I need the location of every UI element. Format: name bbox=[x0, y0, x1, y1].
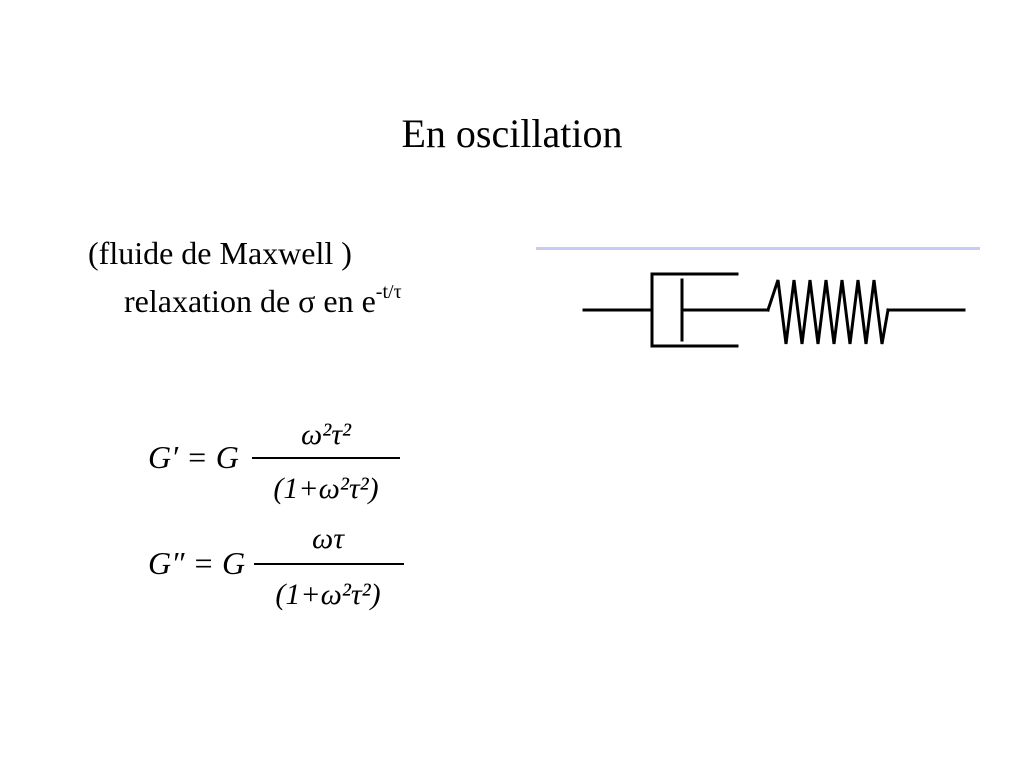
maxwell-dashpot-spring-icon bbox=[582, 272, 966, 348]
g-double-prime-numerator: ωτ bbox=[312, 522, 345, 555]
formula-g-prime: G′ = G ω²τ² (1+ω²τ²) bbox=[148, 418, 400, 505]
dashpot-cylinder bbox=[650, 272, 739, 348]
subtitle-maxwell-fluid: (fluide de Maxwell ) bbox=[88, 235, 352, 271]
formula-g-double-prime: G″ = G ωτ (1+ω²τ²) bbox=[148, 522, 404, 611]
sigma-symbol: σ bbox=[298, 283, 316, 319]
g-prime-numerator: ω²τ² bbox=[301, 418, 352, 451]
divider-line bbox=[536, 247, 980, 250]
g-double-prime-lhs: G″ = G bbox=[148, 545, 245, 581]
g-prime-denominator: (1+ω²τ²) bbox=[273, 472, 378, 505]
exponent: -t/τ bbox=[375, 281, 402, 303]
g-prime-lhs: G′ = G bbox=[148, 439, 239, 475]
relaxation-text: relaxation de σ en e-t/τ bbox=[124, 280, 402, 327]
g-double-prime-denominator: (1+ω²τ²) bbox=[275, 578, 380, 611]
spring-coil bbox=[766, 279, 890, 345]
relaxation-middle: en e bbox=[315, 283, 376, 319]
relaxation-prefix: relaxation de bbox=[124, 283, 299, 319]
slide-title: En oscillation bbox=[401, 111, 623, 156]
